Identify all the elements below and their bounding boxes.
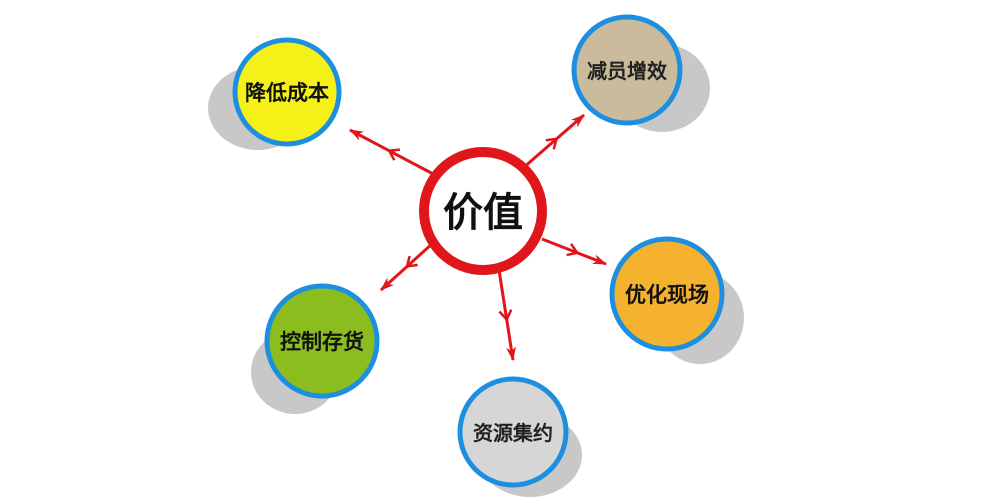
arrow-tick xyxy=(387,148,401,161)
node-label: 优化现场 xyxy=(625,282,709,307)
node-circle xyxy=(457,376,569,488)
center-node: 价值 xyxy=(419,147,547,275)
node-label: 控制存货 xyxy=(280,329,364,354)
node-circle xyxy=(571,14,683,126)
node-label: 降低成本 xyxy=(245,80,329,105)
arrow-to-resource-intensive xyxy=(497,269,516,361)
arrow-tick xyxy=(566,243,580,257)
node-circle xyxy=(609,236,725,352)
arrow-to-optimize-site xyxy=(541,237,607,266)
arrow-tick xyxy=(405,255,418,269)
node-circle xyxy=(232,37,342,147)
arrow-tick xyxy=(498,309,513,322)
node-resource-intensive: 资源集约 xyxy=(457,376,582,497)
node-label: 资源集约 xyxy=(473,421,553,445)
arrow-to-reduce-staff xyxy=(522,113,585,170)
node-optimize-site: 优化现场 xyxy=(609,236,744,364)
center-label: 价值 xyxy=(443,189,523,236)
node-reduce-staff: 减员增效 xyxy=(571,14,710,132)
node-circle xyxy=(264,283,380,399)
center-circle xyxy=(419,147,547,275)
node-control-inventory: 控制存货 xyxy=(251,283,380,414)
arrow-tick xyxy=(545,137,559,150)
arrows-group xyxy=(349,113,607,361)
arrow-to-reduce-cost xyxy=(349,128,438,178)
node-label: 减员增效 xyxy=(587,59,667,83)
node-reduce-cost: 降低成本 xyxy=(208,37,342,150)
